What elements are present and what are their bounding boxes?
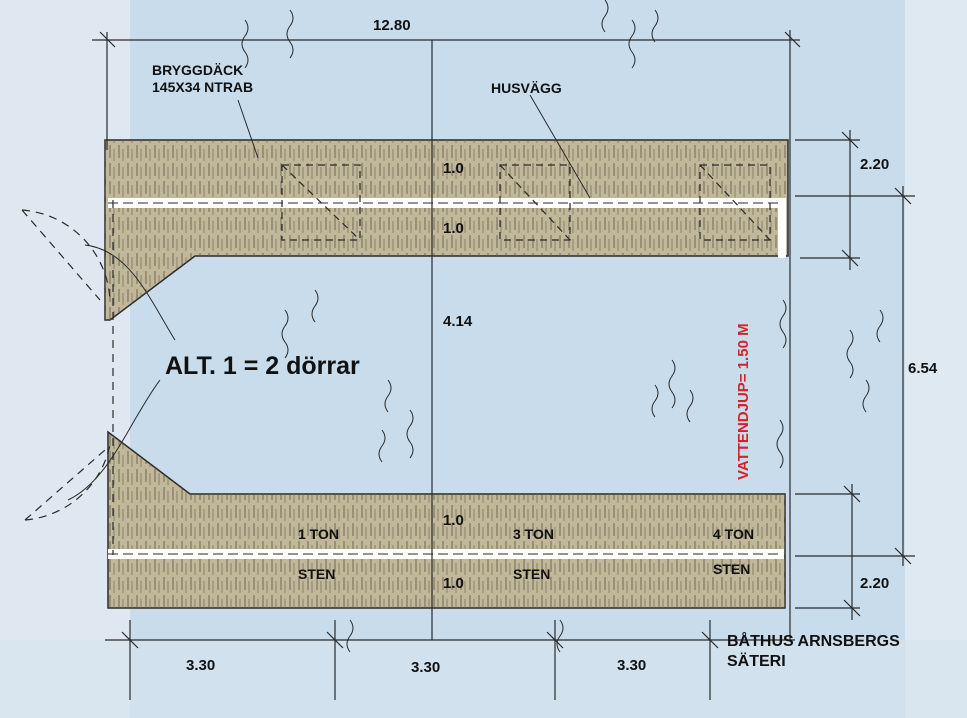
bay-width-2: 3.30	[411, 659, 441, 676]
house-wall-bottom	[108, 549, 784, 559]
deck-bottom-inner-width: 1.0	[443, 512, 464, 529]
drawing-title-line2: SÄTERI	[727, 653, 786, 670]
dimension-right	[795, 130, 915, 620]
right-total-dimension: 6.54	[908, 360, 938, 377]
bay-width-1: 3.30	[186, 657, 216, 674]
stone-label-2: STEN	[513, 566, 551, 582]
water-depth-label: VATTENDJUP= 1.50 M	[735, 323, 752, 480]
bay-width-3: 3.30	[617, 657, 647, 674]
drawing-title: BÅTHUS ARNSBERGS SÄTERI	[727, 632, 900, 672]
deck-material-label: BRYGGDÄCK 145X34 NTRAB	[152, 62, 253, 96]
deck-top-inner-width: 1.0	[443, 220, 464, 237]
house-wall-label: HUSVÄGG	[491, 80, 562, 96]
stone-label-3: STEN	[713, 561, 751, 577]
drawing-title-line1: BÅTHUS ARNSBERGS	[727, 633, 900, 650]
right-bottom-dimension: 2.20	[860, 575, 890, 592]
stone-boxes-top	[281, 164, 771, 241]
right-top-dimension: 2.20	[860, 156, 890, 173]
stone-weight-3: 4 TON	[713, 526, 754, 542]
dimension-total-width	[92, 30, 801, 640]
deck-material-line1: BRYGGDÄCK	[152, 62, 244, 78]
door-arcs	[21, 209, 111, 521]
total-width-label: 12.80	[373, 17, 411, 34]
deck-material-line2: 145X34 NTRAB	[152, 79, 254, 95]
dimension-bays	[105, 620, 795, 700]
house-wall-top	[108, 198, 786, 258]
deck-top-outer-width: 1.0	[443, 160, 464, 177]
water-wave-marks	[241, 0, 884, 653]
deck-bottom-outer-width: 1.0	[443, 575, 464, 592]
alternative-note: ALT. 1 = 2 dörrar	[165, 352, 360, 380]
leader-lines	[67, 94, 591, 501]
inner-depth-label: 4.14	[443, 313, 473, 330]
stone-label-1: STEN	[298, 566, 336, 582]
stone-weight-1: 1 TON	[298, 526, 339, 542]
stone-weight-2: 3 TON	[513, 526, 554, 542]
